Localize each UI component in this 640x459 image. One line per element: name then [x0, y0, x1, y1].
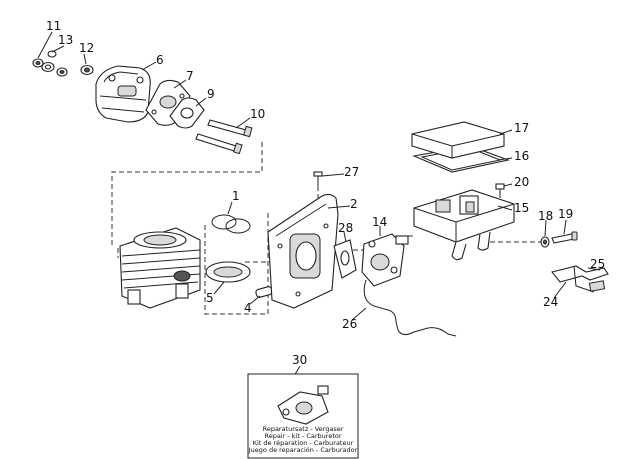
muffler	[95, 65, 151, 123]
label-12: 12	[79, 41, 94, 55]
choke-rod	[551, 265, 609, 293]
label-18: 18	[538, 209, 553, 223]
label-2: 2	[350, 197, 358, 211]
filter-housing	[413, 189, 515, 261]
label-5: 5	[206, 291, 214, 305]
kit-line-es: Juego de reparación - Carburador	[248, 446, 358, 454]
label-20: 20	[514, 175, 529, 189]
muffler-bolts	[195, 119, 253, 155]
screw-20	[495, 183, 505, 198]
label-10: 10	[250, 107, 265, 121]
nuts-washers-assembly	[32, 50, 94, 77]
label-28: 28	[338, 221, 353, 235]
air-filter	[411, 121, 505, 159]
throttle-wire	[363, 279, 457, 337]
kit-line-fr: Kit de réparation - Carburateur	[253, 439, 354, 447]
part-labels: 11 13 12 6 7 9 10 1 2 5 4 27 28 14 26 17…	[46, 19, 605, 367]
label-1: 1	[232, 189, 240, 203]
label-15: 15	[514, 201, 529, 215]
label-26: 26	[342, 317, 357, 331]
leader-lines	[37, 31, 601, 377]
label-24: 24	[543, 295, 558, 309]
label-17: 17	[514, 121, 529, 135]
kit-line-de: Reparatursatz - Vergaser	[263, 425, 344, 433]
label-13: 13	[58, 33, 73, 47]
label-25: 25	[590, 257, 605, 271]
label-11: 11	[46, 19, 61, 33]
screw-27	[313, 171, 323, 186]
label-16: 16	[514, 149, 529, 163]
label-30: 30	[292, 353, 307, 367]
intake-manifold	[267, 193, 339, 309]
pin	[255, 286, 273, 298]
repair-kit-box: Reparatursatz - Vergaser Repair - kit - …	[247, 373, 359, 459]
kit-line-en: Repair - kit - Carburetor	[264, 432, 341, 440]
washer-screw	[540, 231, 578, 248]
label-6: 6	[156, 53, 164, 67]
intake-gasket	[205, 261, 251, 283]
label-14: 14	[372, 215, 387, 229]
carburetor-gasket	[333, 239, 357, 279]
label-4: 4	[244, 301, 252, 315]
label-19: 19	[558, 207, 573, 221]
carburetor	[361, 233, 409, 287]
muffler-gasket	[169, 97, 205, 129]
label-27: 27	[344, 165, 359, 179]
piston-rings	[211, 214, 251, 234]
label-7: 7	[186, 69, 194, 83]
label-9: 9	[207, 87, 215, 101]
repair-kit-carburetor-image	[277, 385, 329, 425]
cylinder	[119, 227, 201, 309]
